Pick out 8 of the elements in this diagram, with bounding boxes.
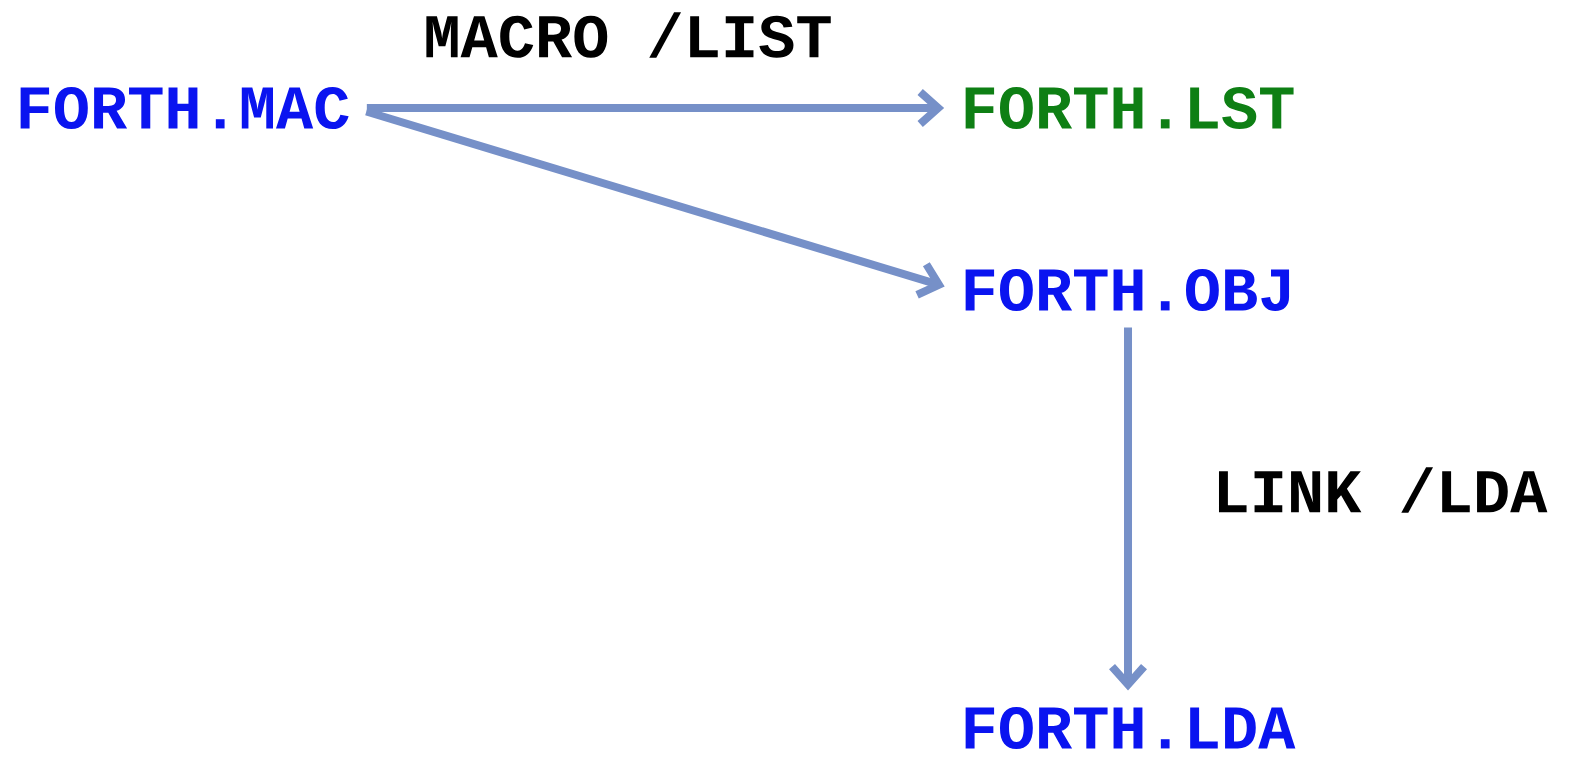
arrow (366, 89, 945, 127)
file-name: FORTH.LDA (965, 706, 1296, 750)
file-name: FORTH.LST (965, 86, 1294, 130)
file-name: FORTH.MAC (20, 86, 349, 130)
arrow (365, 107, 945, 299)
file-name: FORTH.OBJ (965, 268, 1290, 312)
edge-label: MACRO /LIST (419, 8, 837, 62)
edge-label: LINK /LDA (1208, 463, 1552, 517)
